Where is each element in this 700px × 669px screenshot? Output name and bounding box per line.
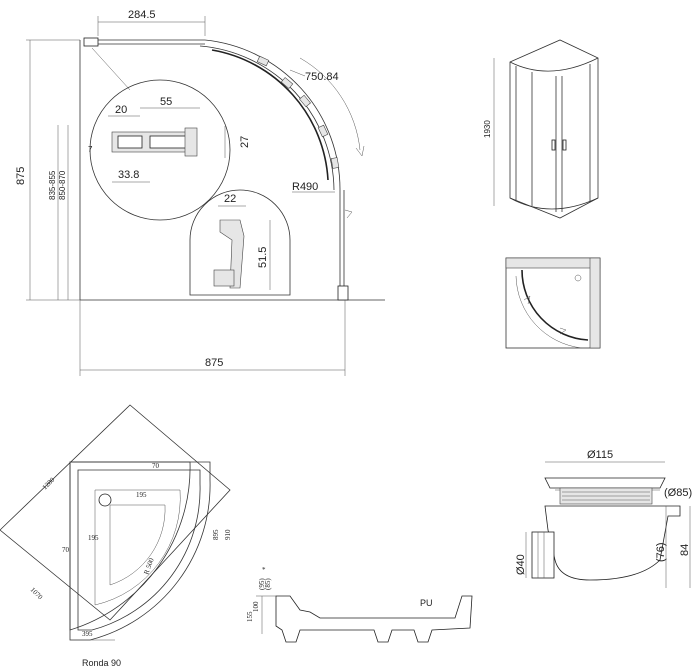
dim-top-offset: 284.5 — [128, 9, 156, 21]
swing-arrow — [559, 327, 567, 335]
tray-section-profile — [275, 595, 473, 643]
corner-wall-top — [505, 257, 601, 269]
dim-range-2: 850-870 — [58, 170, 67, 200]
dim-tray-70b: 70 — [62, 546, 70, 554]
dim-tray-195b: 195 — [88, 534, 99, 542]
dim-section-100: 100 — [252, 601, 260, 612]
dim-profile-small: 7 — [88, 145, 93, 154]
dim-waste-40: Ø40 — [515, 554, 527, 575]
dim-waste-85: (Ø85) — [664, 487, 692, 499]
plan-curved-door-leaf — [211, 49, 329, 181]
tray-step-inner — [109, 504, 166, 586]
section-material-label: PU — [420, 598, 433, 608]
tray-outline — [69, 461, 211, 641]
tray-rotated-outline — [0, 404, 231, 621]
handle-detail-outline — [189, 189, 291, 296]
handle-foot — [213, 269, 235, 287]
plan-swing-arrowhead — [355, 145, 365, 157]
dim-waste-115: Ø115 — [587, 449, 613, 461]
corner-plan-frame — [505, 257, 601, 349]
plan-roller — [330, 157, 340, 169]
plan-corner-post-bottom — [337, 285, 349, 301]
tray-model-name: Ronda 90 — [82, 658, 121, 668]
dim-handle-51: 51.5 — [257, 247, 269, 268]
waste-body — [544, 505, 681, 581]
profile-end — [184, 127, 198, 157]
plan-curved-door-inner — [199, 45, 335, 191]
profile-chamber — [149, 135, 187, 149]
plan-swing-arrowhead — [344, 209, 353, 219]
plan-swing-arc — [299, 57, 361, 151]
plan-roller — [317, 124, 329, 138]
dim-tray-895: 895 — [212, 529, 220, 540]
profile-chamber — [117, 135, 143, 149]
dim-profile-20: 20 — [115, 104, 127, 116]
plan-roller — [299, 94, 311, 108]
dim-profile-55: 55 — [160, 96, 172, 108]
enclosure-outline — [509, 39, 599, 219]
tray-section: 155 100 (95) (85) * PU — [246, 566, 473, 643]
dim-profile-27: 27 — [239, 136, 251, 148]
corner-wall-right — [589, 257, 601, 349]
tray-drain — [98, 493, 112, 507]
detail-leader — [91, 47, 131, 91]
door-handle — [551, 139, 556, 151]
profile-detail-circle — [89, 79, 231, 221]
dim-tray-910: 910 — [224, 529, 232, 540]
dim-section-155: 155 — [246, 611, 254, 622]
dim-tray-395: 395 — [82, 630, 93, 638]
dim-radius: R490 — [292, 181, 318, 193]
tray-outline-base — [69, 461, 191, 631]
dim-arc-length: 750.84 — [305, 71, 339, 83]
plan-corner-post-top — [83, 37, 99, 47]
dim-range-1: 835-855 — [48, 170, 57, 200]
waste-grate — [544, 477, 666, 489]
tray-step — [94, 489, 181, 606]
dim-waste-84: 84 — [679, 544, 691, 556]
corner-door-arc — [521, 269, 589, 341]
enclosure-elevation: 1930 — [483, 39, 599, 219]
dim-tray-195a: 195 — [136, 491, 147, 499]
dim-waste-76: (76) — [655, 542, 667, 562]
plan-roller — [256, 55, 270, 67]
waste-outlet — [531, 531, 555, 579]
waste-trap: Ø115 (Ø85) Ø40 (76) 84 — [515, 449, 692, 588]
tray-plan: 1280 1070 70 195 195 70 R 500 895 910 39… — [0, 404, 232, 668]
dim-tray-side: 1070 — [29, 586, 45, 602]
dim-height: 1930 — [483, 120, 492, 138]
dim-handle-22: 22 — [224, 193, 236, 205]
dim-section-85: (85) — [264, 578, 272, 590]
handle-detail: 22 51.5 — [189, 189, 291, 296]
profile-detail: 20 55 27 33.8 7 — [88, 79, 251, 221]
dim-width-bottom: 875 — [205, 357, 223, 369]
dim-leader — [289, 69, 306, 77]
dim-section-95: (95) — [258, 578, 266, 590]
enclosure-bottom-curve — [509, 197, 599, 210]
enclosure-top-curve — [509, 57, 599, 72]
door-handle — [562, 139, 567, 151]
corner-door-arc-outer — [515, 275, 583, 349]
handle-profile — [219, 219, 245, 289]
dim-section-asterisk: * — [262, 566, 266, 574]
dim-width-left: 875 — [15, 167, 27, 185]
tray-inner — [77, 469, 201, 631]
swing-arrow — [523, 295, 531, 305]
drain-mark — [574, 274, 582, 282]
dim-tray-70a: 70 — [152, 462, 160, 470]
dim-profile-33: 33.8 — [118, 169, 139, 181]
enclosure-corner-plan — [505, 257, 601, 349]
plan-view: 284.5 750.84 R490 875 835-855 850-870 87… — [15, 9, 385, 376]
plan-roller — [280, 77, 294, 89]
plan-curved-door-outer — [204, 39, 341, 191]
